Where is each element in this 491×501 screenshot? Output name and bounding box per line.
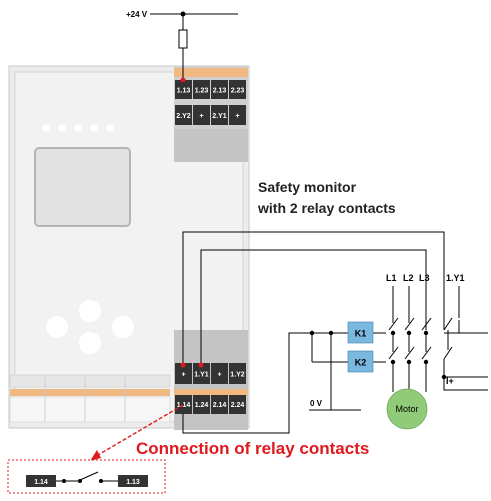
top-terminal-block: 1.13 1.23 2.13 2.23 2.Y2 + 2.Y1 +	[174, 66, 248, 162]
junction-dots	[309, 330, 447, 380]
arrow-head-icon	[90, 450, 101, 461]
terminal-1-y2-bottom: 1.Y2	[230, 372, 245, 379]
device-display	[34, 147, 131, 227]
relay-contact-detail: 1.14 1.13	[7, 459, 166, 494]
feedback-label: 1.Y1	[446, 273, 465, 283]
svg-text:K2: K2	[355, 358, 367, 368]
detail-terminal-1-14: 1.14	[34, 479, 48, 486]
phase-label-l2: L2	[403, 273, 414, 283]
detail-terminal-1-13: 1.13	[126, 479, 140, 486]
terminal-1-13-top: 1.13	[177, 88, 191, 95]
relay-wiring	[182, 231, 488, 434]
bottom-left-connectors	[9, 374, 171, 423]
callout-arrow	[97, 404, 184, 456]
terminal-dot-1-13	[180, 77, 186, 83]
device-buttons	[46, 300, 134, 354]
terminal-dot-1-y1-bottom	[198, 362, 204, 368]
terminal-dot-plus-bottom	[180, 362, 186, 368]
motor: Motor	[386, 388, 428, 430]
terminal-2-y1-top: 2.Y1	[212, 113, 227, 120]
terminal-2-y2-top: 2.Y2	[176, 113, 191, 120]
contactor-k1: K1	[347, 321, 374, 344]
phase-label-l1: L1	[386, 273, 397, 283]
terminal-2-13-top: 2.13	[213, 88, 227, 95]
terminal-2-23-top: 2.23	[231, 88, 245, 95]
zero-volt-label: 0 V	[310, 399, 323, 408]
title-line-1: Safety monitor	[258, 179, 357, 195]
terminal-1-y1-bottom: 1.Y1	[194, 372, 209, 379]
svg-text:K1: K1	[355, 329, 367, 339]
phase-label-l3: L3	[419, 273, 430, 283]
bottom-terminal-block: + 1.Y1 + 1.Y2 1.14 1.24 2.14 2.24	[174, 330, 248, 430]
supply-voltage-label: +24 V	[126, 10, 148, 19]
terminal-2-14-bottom: 2.14	[213, 402, 227, 409]
terminal-plus-bottom-2: +	[217, 372, 221, 379]
junction-dot-supply	[180, 11, 186, 17]
connection-heading: Connection of relay contacts	[136, 439, 369, 458]
supply-wiring	[150, 13, 238, 83]
terminal-1-24-bottom: 1.24	[195, 402, 209, 409]
terminal-1-23-top: 1.23	[195, 88, 209, 95]
status-leds	[42, 124, 114, 132]
terminal-2-24-bottom: 2.24	[231, 402, 245, 409]
terminal-plus-top-1: +	[199, 113, 203, 120]
svg-text:Motor: Motor	[395, 404, 418, 414]
terminal-plus-top-2: +	[235, 113, 239, 120]
contactor-k2: K2	[347, 350, 374, 373]
i-plus-label: I+	[446, 376, 454, 386]
title-line-2: with 2 relay contacts	[257, 200, 396, 216]
terminal-plus-bottom-1: +	[181, 372, 185, 379]
terminal-1-14-bottom: 1.14	[177, 402, 191, 409]
fuse-icon	[178, 29, 188, 49]
